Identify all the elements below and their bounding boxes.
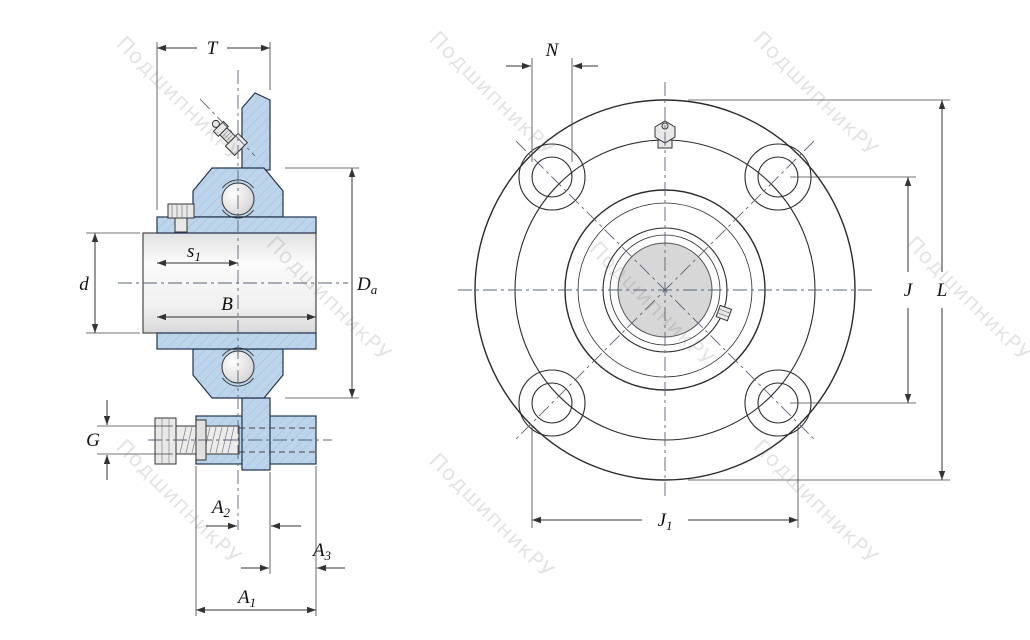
dimension-J1: J1 <box>531 425 799 533</box>
label-J: J <box>904 280 914 301</box>
diagonal-centerline <box>515 140 815 440</box>
watermark-text: ПодшипникРУ <box>111 32 246 167</box>
dimension-L: L <box>688 99 950 481</box>
label-G: G <box>86 430 100 451</box>
bolt-boss <box>518 143 586 211</box>
watermark-text: ПодшипникРУ <box>901 232 1030 367</box>
grease-nipple <box>211 119 249 157</box>
watermark-text: ПодшипникРУ <box>424 449 559 584</box>
bolt-boss <box>518 369 586 437</box>
label-Da: Da <box>356 274 378 297</box>
dimension-N: N <box>506 40 598 162</box>
flange-plate-top <box>241 92 271 171</box>
inner-ring-top <box>156 216 317 234</box>
label-A3: A3 <box>311 540 332 563</box>
label-s1: s1 <box>187 241 201 264</box>
dimension-Da: Da <box>285 167 378 399</box>
flange-plate-bottom <box>241 397 271 471</box>
dimension-G: G <box>86 400 173 480</box>
set-screw <box>167 203 195 233</box>
bolt-hole <box>531 382 573 424</box>
watermark-text: ПодшипникРУ <box>424 27 559 162</box>
label-N: N <box>545 40 560 61</box>
dimension-s1: s1 <box>157 241 238 267</box>
dimension-B: B <box>157 294 316 321</box>
label-B: B <box>221 294 233 315</box>
watermark-text: ПодшипникРУ <box>748 435 883 570</box>
dimension-A1: A1 <box>195 466 316 616</box>
label-d: d <box>79 274 89 295</box>
label-J1: J1 <box>658 510 673 533</box>
label-A1: A1 <box>236 587 256 610</box>
nipple-axis <box>199 98 256 157</box>
label-A2: A2 <box>210 497 231 520</box>
dimension-A3: A3 <box>241 466 345 616</box>
front-view: N J L J1 <box>458 40 950 533</box>
inner-ring-bottom <box>156 332 317 350</box>
bolt-hole <box>531 156 573 198</box>
watermark-text: ПодшипникРУ <box>748 27 883 162</box>
dimension-T: T <box>156 38 271 210</box>
label-T: T <box>207 38 219 59</box>
dimension-J: J <box>790 176 916 404</box>
front-set-screw <box>715 304 733 322</box>
dimension-d: d <box>79 232 140 334</box>
dimension-A2: A2 <box>206 472 301 574</box>
section-view: T d s1 B Da <box>79 38 378 616</box>
label-L: L <box>936 280 948 301</box>
